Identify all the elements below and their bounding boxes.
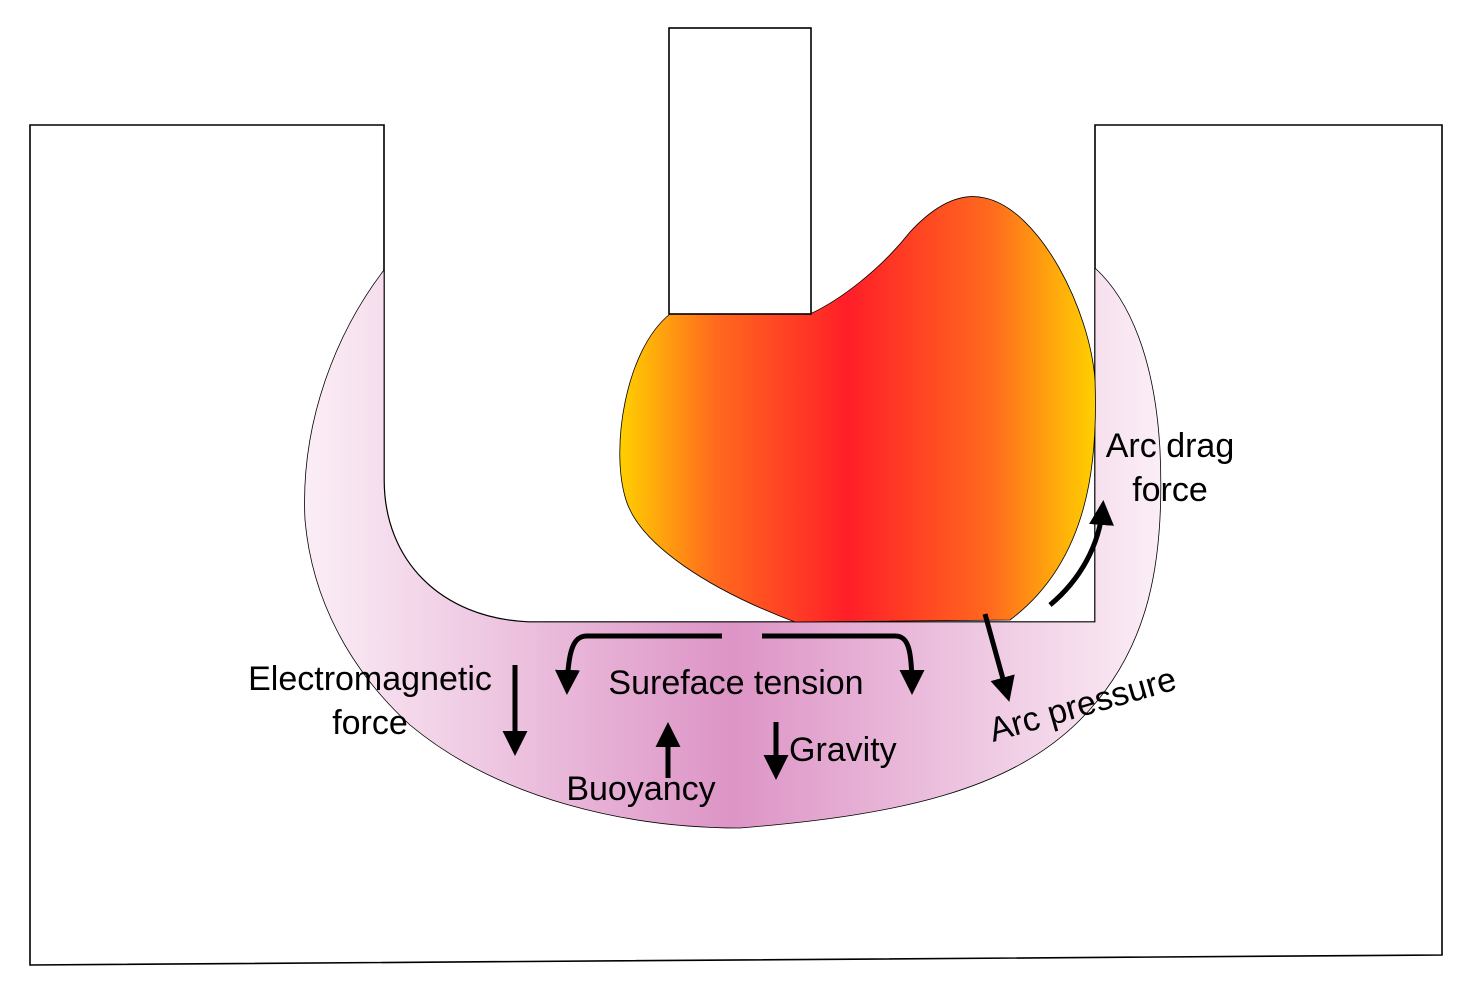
electrode — [668, 27, 812, 315]
surface-tension-label: Sureface tension — [608, 664, 863, 702]
surface-tension-arrow-left — [554, 633, 722, 695]
surface-tension-arrow-right — [762, 633, 925, 695]
electromagnetic-force-label-line2: force — [332, 704, 408, 742]
electromagnetic-force-label-line1: Electromagnetic — [248, 660, 492, 698]
arc-plasma — [619, 196, 1096, 623]
arc-drag-force-label-line1: Arc drag — [1106, 427, 1235, 465]
gravity-label: Gravity — [789, 731, 897, 769]
weld-pool — [304, 267, 1162, 829]
arc-drag-force-arrow — [1048, 500, 1114, 607]
arc-pressure-arrow — [982, 613, 1015, 702]
buoyancy-label: Buoyancy — [566, 770, 715, 808]
arc-drag-force-label-line2: force — [1132, 471, 1208, 509]
